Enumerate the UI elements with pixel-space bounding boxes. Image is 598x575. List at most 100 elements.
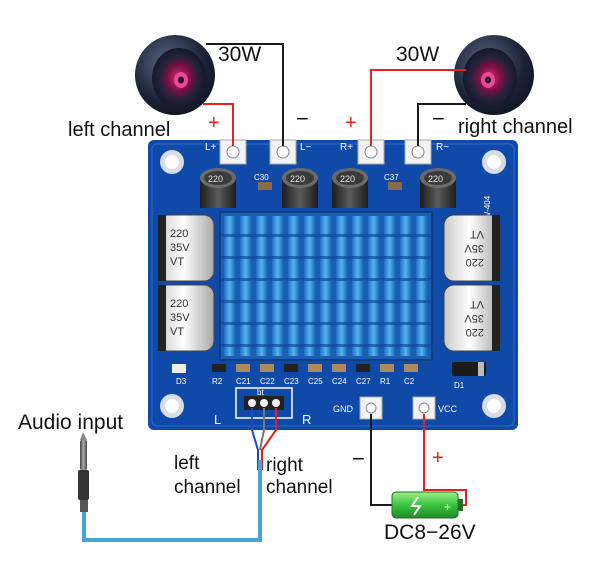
- battery-plus-mark: +: [444, 500, 451, 514]
- audio-right-label-2: channel: [266, 477, 333, 498]
- left-plus-mark: +: [208, 112, 220, 134]
- heatsink-fin: [368, 216, 379, 356]
- left-channel-label: left channel: [68, 119, 171, 141]
- power-wires: [370, 414, 467, 506]
- smd-part: [236, 364, 250, 372]
- smd-part: [380, 364, 394, 372]
- audio-input-title: Audio input: [18, 411, 124, 434]
- heatsink-fin: [384, 216, 395, 356]
- left-speaker-power: 30W: [218, 43, 262, 66]
- audio-cable: [82, 408, 277, 542]
- heatsink-fin: [256, 216, 267, 356]
- heatsink-fin: [288, 216, 299, 356]
- smd-part: [284, 364, 298, 372]
- heatsink-fin: [400, 216, 411, 356]
- cap-text: 220: [208, 174, 223, 184]
- cap-text: 220: [340, 174, 355, 184]
- cap-value: 220: [170, 298, 188, 310]
- r-marking: R: [302, 412, 311, 427]
- power-minus-mark: −: [352, 446, 365, 471]
- cap-voltage: 35V: [464, 312, 484, 324]
- pad-label: L+: [205, 142, 217, 153]
- pad-label: R+: [340, 142, 353, 153]
- heatsink-fin: [224, 216, 235, 356]
- smd-label: C25: [308, 377, 323, 386]
- power-pads: GND VCC: [333, 396, 458, 420]
- audio-left-label-1: left: [174, 453, 200, 474]
- smd-part: [404, 364, 418, 372]
- heatsink-fin: [336, 216, 347, 356]
- power-spec-label: DC8−26V: [384, 521, 476, 544]
- d1-label: D1: [454, 381, 465, 390]
- right-speaker-power: 30W: [396, 43, 440, 66]
- cap-series: VT: [470, 298, 484, 310]
- right-channel-label: right channel: [458, 116, 573, 138]
- cap-voltage: 35V: [170, 312, 190, 324]
- cap-text: 220: [428, 174, 443, 184]
- heatsink-fin: [320, 216, 331, 356]
- smd-part: [356, 364, 370, 372]
- l-marking: L: [214, 412, 221, 427]
- heatsink-groove: [220, 278, 432, 281]
- pad-label: L−: [300, 142, 312, 153]
- cap-value: 220: [466, 326, 484, 338]
- gnd-label: GND: [333, 404, 354, 414]
- left-speaker-icon: [135, 35, 215, 115]
- mounting-holes: [160, 150, 506, 418]
- heatsink-groove: [220, 344, 432, 347]
- smd-label: R2: [212, 377, 223, 386]
- bt-marking: bt: [257, 388, 264, 397]
- cap-series: VT: [170, 326, 184, 338]
- c37-label: C37: [384, 173, 399, 182]
- smd-part: [212, 364, 226, 372]
- heatsink-fin: [304, 216, 315, 356]
- smd-label: C2: [404, 377, 415, 386]
- heatsink-fin: [240, 216, 251, 356]
- model-label: HW-404: [483, 195, 492, 225]
- pad-label: R−: [436, 142, 449, 153]
- audio-input-header: L R bt: [214, 387, 311, 427]
- heatsink-fin: [352, 216, 363, 356]
- speaker-wires: [203, 43, 466, 146]
- right-minus-mark: −: [432, 106, 445, 131]
- smd-label: C22: [260, 377, 275, 386]
- cap-series: VT: [170, 256, 184, 268]
- audio-right-label-1: right: [266, 455, 303, 476]
- heatsink-groove: [220, 300, 432, 303]
- heatsink-fin: [416, 216, 427, 356]
- cap-value: 220: [170, 228, 188, 240]
- cap-voltage: 35V: [464, 242, 484, 254]
- left-minus-mark: −: [296, 106, 309, 131]
- right-plus-mark: +: [345, 112, 357, 134]
- smd-label: C21: [236, 377, 251, 386]
- heatsink-groove: [220, 256, 432, 259]
- cap-voltage: 35V: [170, 242, 190, 254]
- audio-jack-icon: [78, 432, 89, 512]
- large-capacitors-right: 220 35V VT 220 35V VT: [443, 214, 501, 352]
- cap-value: 220: [466, 256, 484, 268]
- smd-part: [308, 364, 322, 372]
- audio-left-label-2: channel: [174, 477, 241, 498]
- vcc-label: VCC: [438, 404, 458, 414]
- smd-label: C24: [332, 377, 347, 386]
- power-plus-mark: +: [432, 447, 444, 469]
- heatsink-groove: [220, 234, 432, 237]
- small-capacitors: 220 220 220 220 C30 C37 HW-404: [200, 168, 492, 225]
- d3-label: D3: [176, 377, 187, 386]
- heatsink-fin: [272, 216, 283, 356]
- heatsink-groove: [220, 322, 432, 325]
- smd-part: [332, 364, 346, 372]
- large-capacitors-left: 220 35V VT 220 35V VT: [157, 214, 215, 352]
- smd-label: C23: [284, 377, 299, 386]
- right-speaker-icon: [454, 35, 534, 115]
- battery-icon: +: [391, 491, 463, 519]
- smd-label: R1: [380, 377, 391, 386]
- heatsink: [219, 211, 433, 361]
- cap-series: VT: [470, 228, 484, 240]
- c30-label: C30: [254, 173, 269, 182]
- cap-text: 220: [290, 174, 305, 184]
- smd-part: [260, 364, 274, 372]
